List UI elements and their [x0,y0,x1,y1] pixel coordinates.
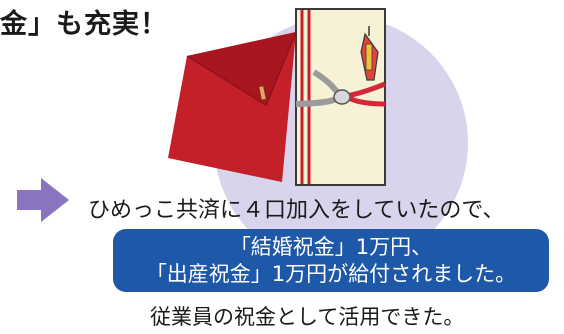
arrow-right-icon [17,178,69,222]
footer-text: 従業員の祝金として活用できた。 [150,305,465,329]
section-heading: 金」も充実！ [0,9,168,40]
banner-line-birth: 「出産祝金」1万円が給付されました。 [145,262,517,286]
lead-text: ひめっこ共済に４口加入をしていたので、 [88,198,505,223]
benefit-banner: 「結婚祝金」1万円、 「出産祝金」1万円が給付されました。 [113,229,549,292]
banner-line-marriage: 「結婚祝金」1万円、 [229,235,433,259]
